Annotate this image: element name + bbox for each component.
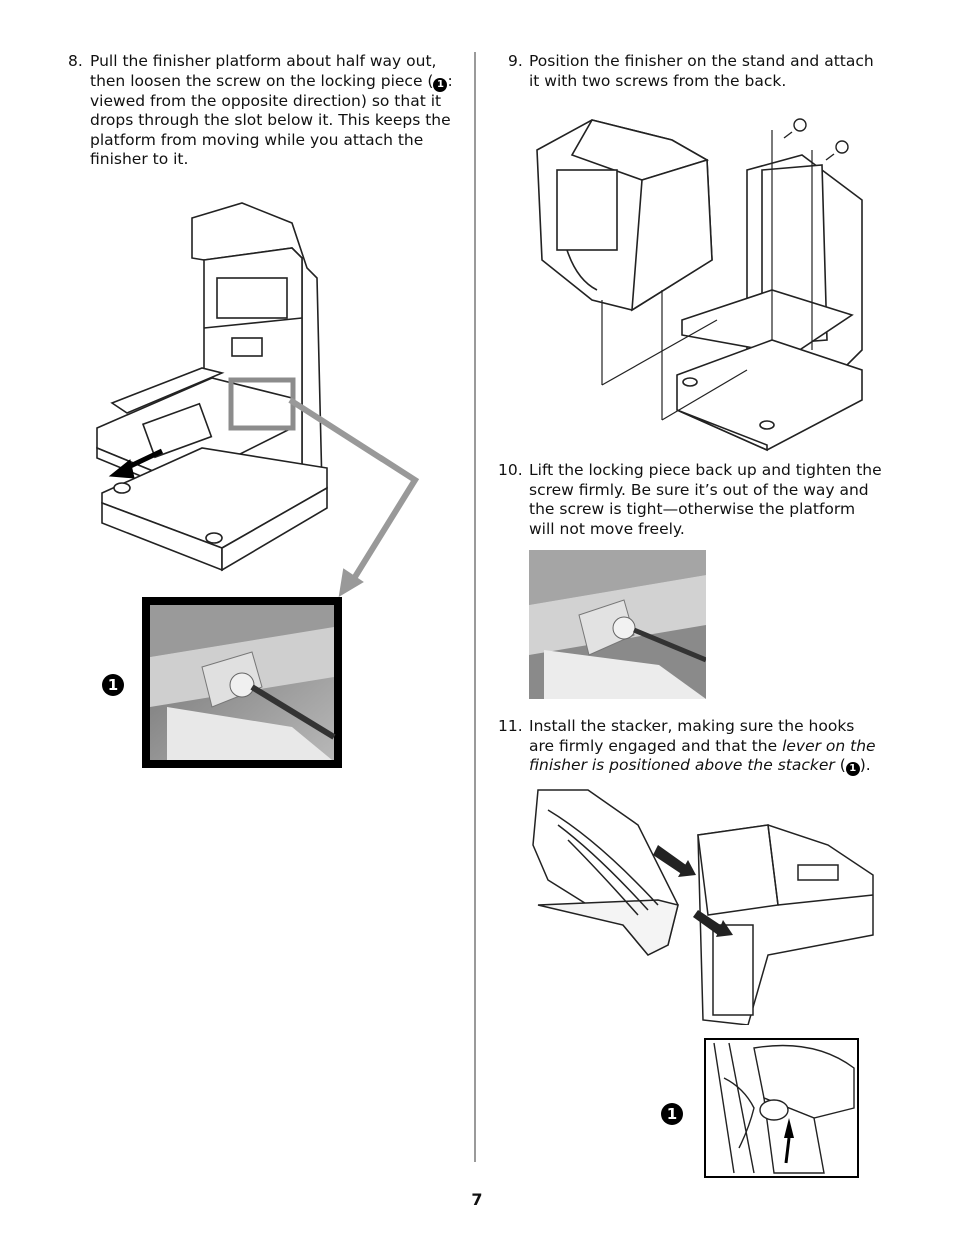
step-10-line-4: will not move freely. [529,519,685,538]
step-8-line-4: drops through the slot below it. This ke… [90,111,451,130]
callout-1-icon: 1 [433,77,448,92]
column-divider [474,52,476,1162]
step-8-number: 8. [68,52,83,70]
step-8-line-2: then loosen the screw on the locking pie… [90,71,434,90]
pointer-arrow [288,397,420,597]
step-10-line-2: screw firmly. Be sure it’s out of the wa… [529,480,869,499]
step-11-line-2: are firmly engaged and that the [529,736,783,755]
step-11-line-3-end: ). [859,756,871,775]
step-8-line-5: platform from moving while you attach th… [90,130,424,149]
step-8-line-3: viewed from the opposite direction) so t… [90,91,442,110]
step-8-line-1: Pull the finisher platform about half wa… [90,52,437,70]
finisher-stand-illustration [96,202,328,572]
callout-1-icon: 1 [102,674,124,696]
step-10-line-1: Lift the locking piece back up and tight… [529,461,882,479]
step-11-line-3: ( [834,756,846,775]
tightened-screw-photo [529,550,706,699]
step-11-line-3-emphasis: finisher is positioned above the stacker [529,756,835,775]
callout-1-icon: 1 [845,762,860,777]
step-11-line-2-emphasis: lever on the [782,736,876,755]
step-11-number: 11. [498,717,523,735]
step-10-line-3: the screw is tight—otherwise the platfor… [529,500,856,519]
step-11-line-1: Install the stacker, making sure the hoo… [529,717,855,735]
step-8-line-6: finisher to it. [90,150,189,169]
stacker-install-illustration [532,789,874,1025]
step-10-number: 10. [498,461,523,479]
finisher-on-stand-illustration [536,118,863,452]
locking-piece-photo [142,597,342,768]
step-9-line-2: it with two screws from the back. [529,71,787,90]
lever-detail-illustration [704,1038,859,1178]
step-8-line-2-end: : [447,71,453,90]
step-9-line-1: Position the finisher on the stand and a… [529,52,874,70]
callout-1-icon: 1 [661,1103,683,1125]
step-9-number: 9. [508,52,523,70]
page-number: 7 [471,1190,483,1209]
